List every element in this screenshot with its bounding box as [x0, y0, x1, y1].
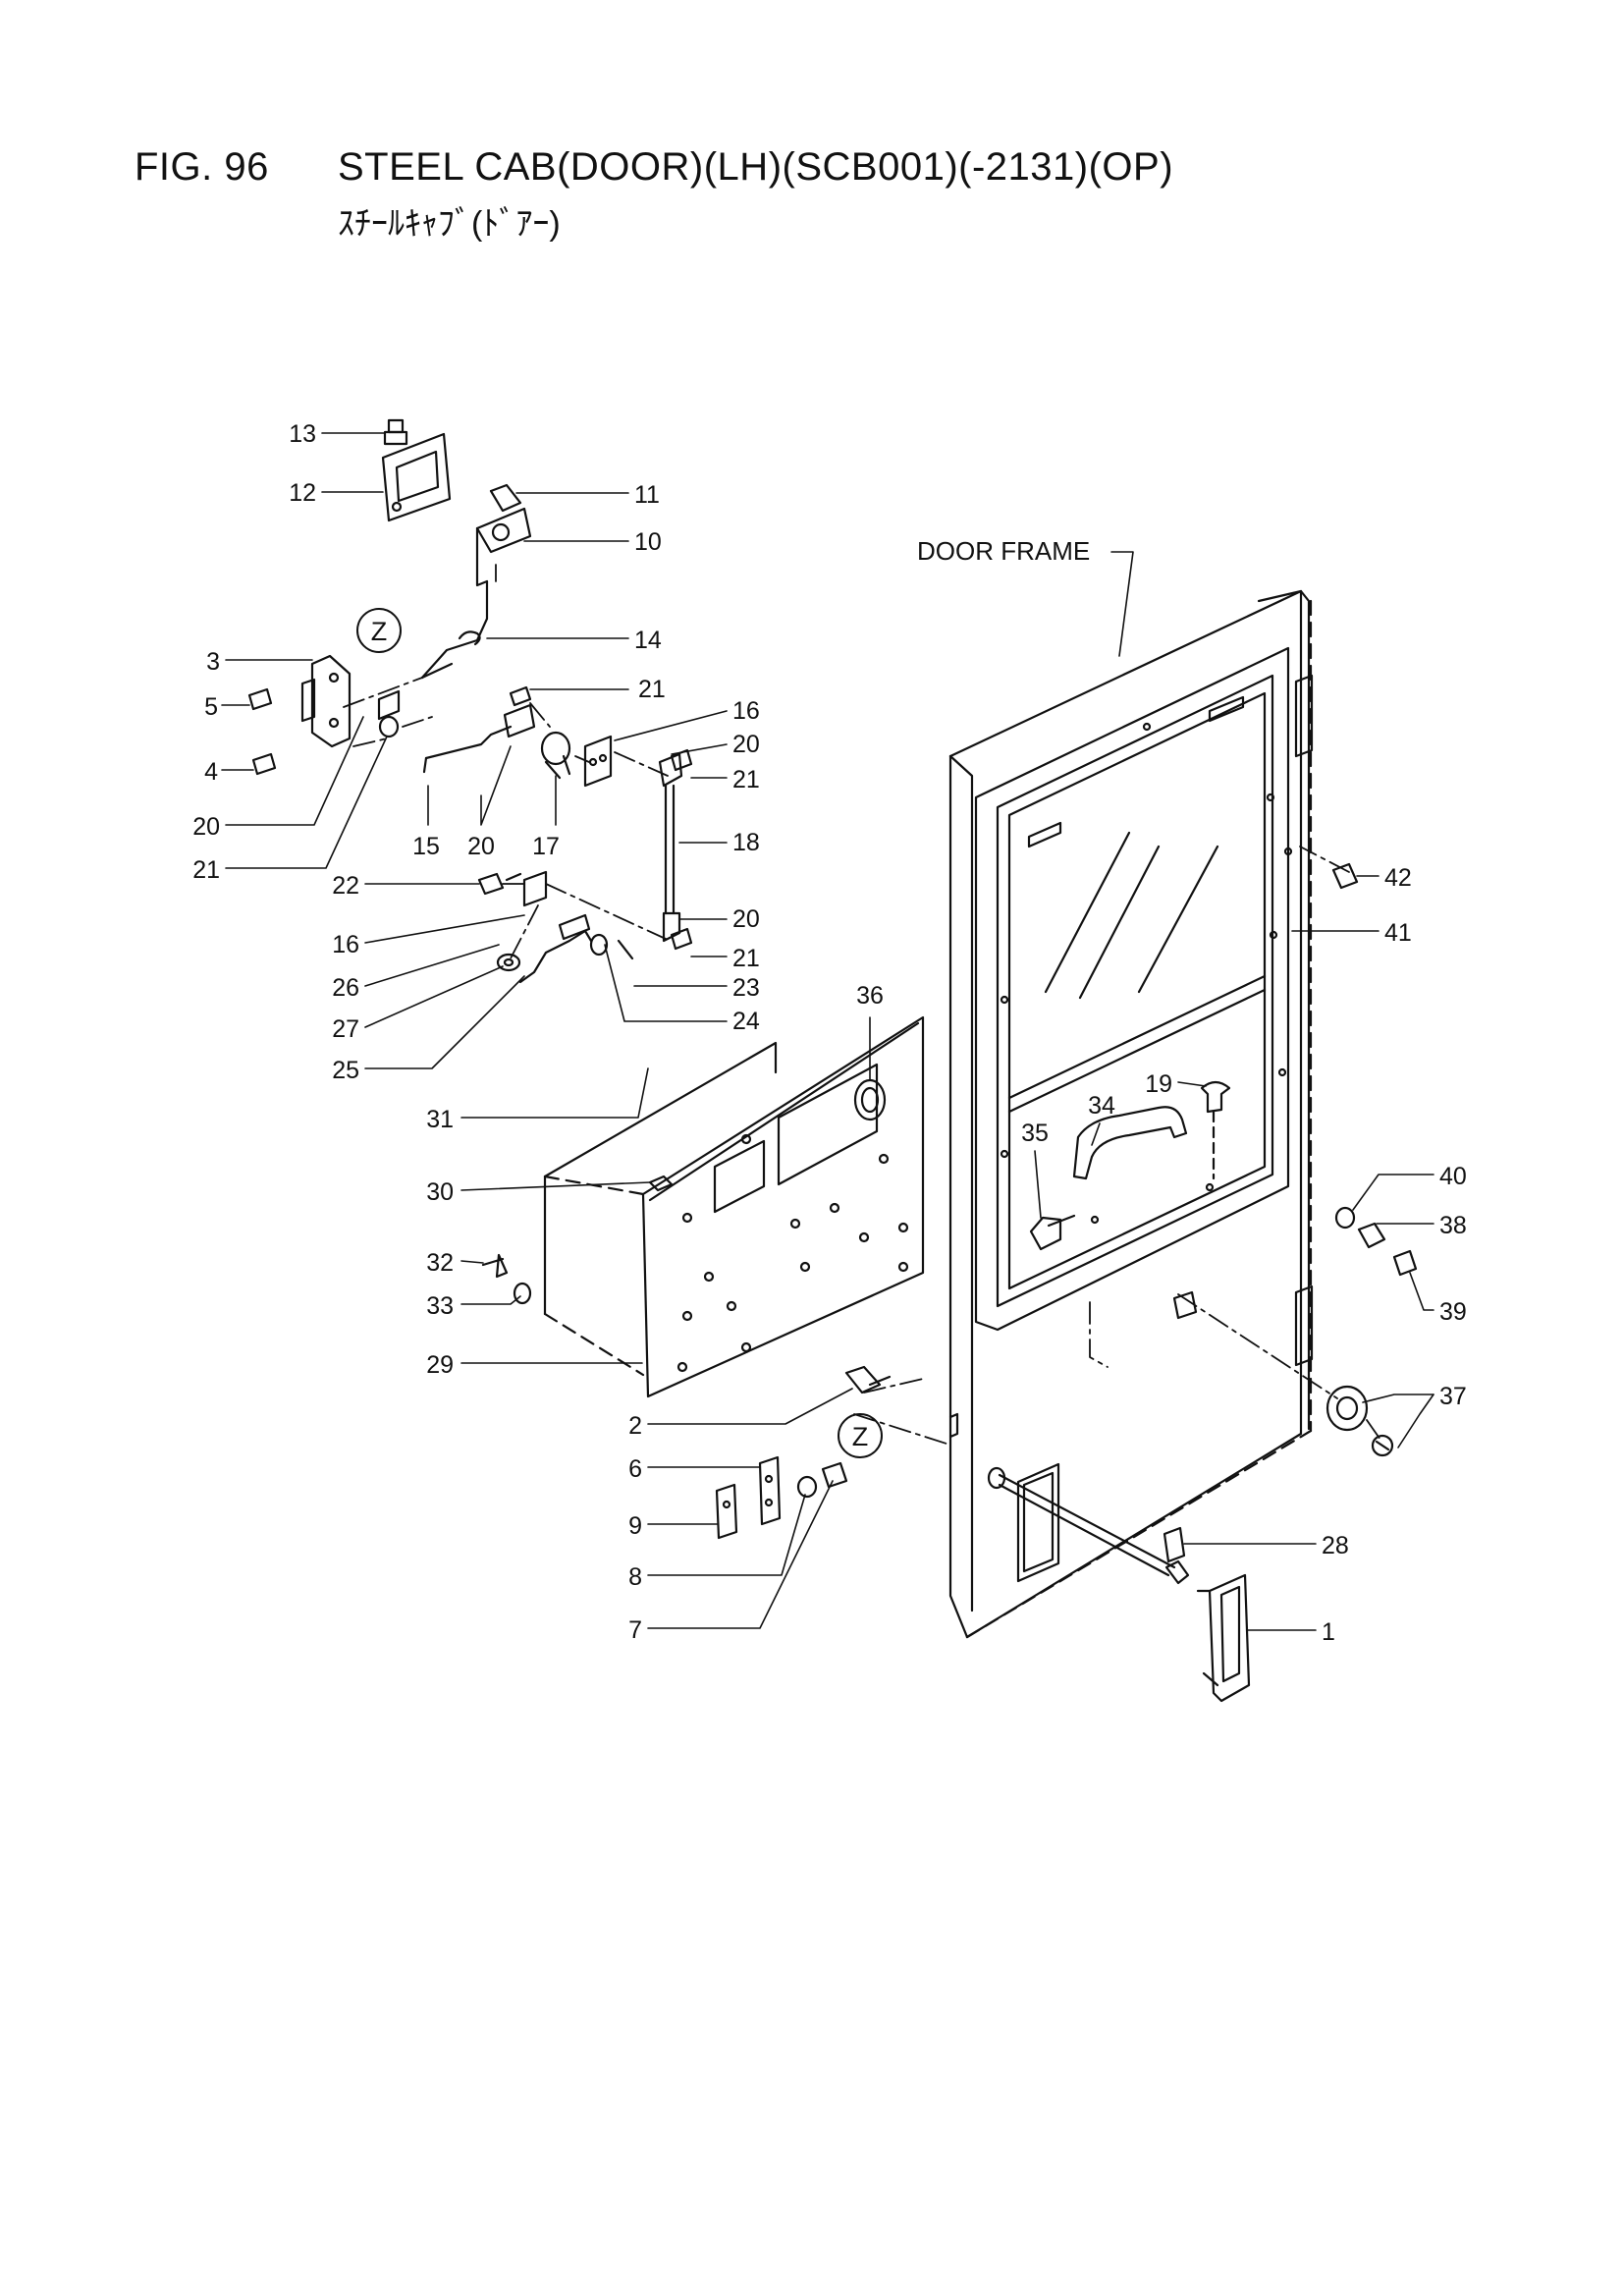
linkage-parts [247, 418, 693, 984]
callout-34: 34 [1088, 1092, 1115, 1120]
section-marker-label: Z [371, 617, 388, 646]
callout-8: 8 [628, 1563, 642, 1591]
callout-23: 23 [732, 974, 760, 1002]
callout-20: 20 [192, 813, 220, 841]
leader-lines [221, 432, 1434, 1631]
callout-21: 21 [732, 945, 760, 972]
callout-17: 17 [532, 833, 560, 860]
callout-19: 19 [1145, 1070, 1172, 1098]
callout-21: 21 [192, 856, 220, 884]
callout-14: 14 [634, 627, 662, 654]
callout-16: 16 [732, 697, 760, 725]
callout-labels: 13 12 11 10 14 3 5 4 21 16 20 21 20 21 1… [192, 420, 1467, 1646]
callout-11: 11 [634, 481, 660, 509]
callout-38: 38 [1439, 1212, 1467, 1239]
section-marker-z-upper [356, 608, 402, 653]
door-frame [948, 589, 1314, 1639]
section-markers [356, 608, 883, 1458]
section-marker-label: Z [852, 1422, 869, 1451]
outer-handle [715, 862, 1418, 1703]
callout-7: 7 [628, 1616, 642, 1644]
callout-12: 12 [289, 479, 316, 507]
figure-number: FIG. 96 [135, 145, 269, 189]
callout-13: 13 [289, 420, 316, 448]
callout-39: 39 [1439, 1298, 1467, 1326]
callout-29: 29 [426, 1351, 454, 1379]
callout-28: 28 [1322, 1532, 1349, 1559]
callout-3: 3 [206, 648, 220, 676]
section-marker-z-lower [838, 1413, 883, 1458]
callout-6: 6 [628, 1455, 642, 1483]
callout-20: 20 [732, 905, 760, 933]
callout-35: 35 [1021, 1120, 1049, 1147]
callout-15: 15 [412, 833, 440, 860]
callout-5: 5 [204, 693, 218, 721]
callout-1: 1 [1322, 1618, 1335, 1646]
callout-4: 4 [204, 758, 218, 786]
assembly-lines [343, 564, 1381, 1445]
callout-40: 40 [1439, 1163, 1467, 1190]
callout-22: 22 [332, 872, 359, 900]
callout-20: 20 [732, 731, 760, 758]
callout-37: 37 [1439, 1383, 1467, 1410]
callout-2: 2 [628, 1412, 642, 1440]
callout-30: 30 [426, 1178, 454, 1206]
callout-36: 36 [856, 982, 884, 1010]
callout-21: 21 [638, 676, 666, 703]
callout-31: 31 [426, 1106, 454, 1133]
door-frame-label: DOOR FRAME [917, 536, 1090, 566]
callout-33: 33 [426, 1292, 454, 1320]
callout-26: 26 [332, 974, 359, 1002]
callout-32: 32 [426, 1249, 454, 1277]
callout-25: 25 [332, 1057, 359, 1084]
callout-10: 10 [634, 528, 662, 556]
inner-handle [1029, 1080, 1231, 1251]
inner-panel [481, 1015, 925, 1398]
callout-18: 18 [732, 829, 760, 856]
callout-24: 24 [732, 1008, 760, 1035]
callout-41: 41 [1384, 919, 1412, 947]
callout-21: 21 [732, 766, 760, 793]
callout-16: 16 [332, 931, 359, 958]
callout-42: 42 [1384, 864, 1412, 892]
figure-header: FIG. 96 STEEL CAB(DOOR)(LH)(SCB001)(-2131… [135, 145, 1173, 190]
callout-27: 27 [332, 1015, 359, 1043]
figure-subtitle: ｽﾁｰﾙｷｬﾌﾞ(ﾄﾞｱｰ) [338, 205, 561, 243]
figure-title: STEEL CAB(DOOR)(LH)(SCB001)(-2131)(OP) [338, 145, 1174, 189]
callout-20: 20 [467, 833, 495, 860]
callout-9: 9 [628, 1512, 642, 1540]
